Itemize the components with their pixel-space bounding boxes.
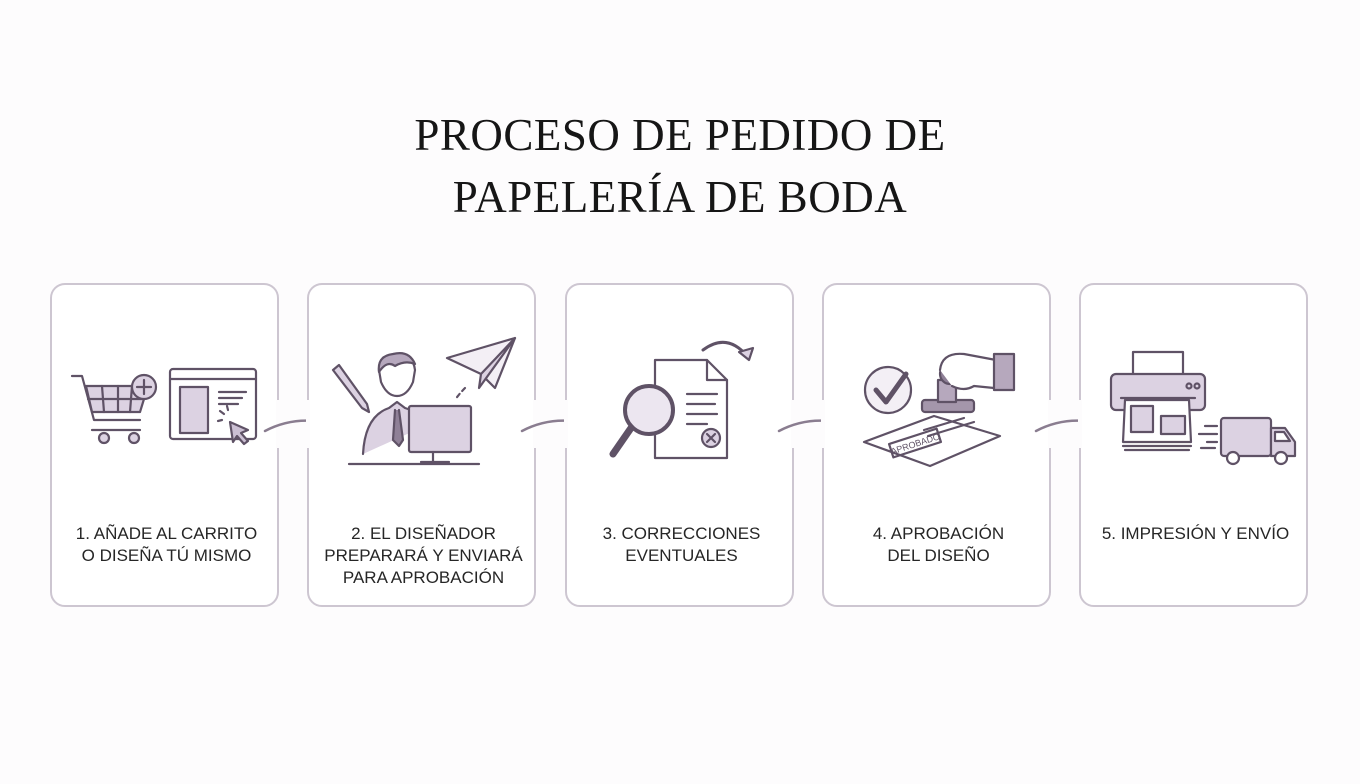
- step-label-line: DEL DISEÑO: [887, 546, 990, 565]
- step-label: 3. CORRECCIONES EVENTUALES: [567, 523, 796, 567]
- step-label: 2. EL DISEÑADOR PREPARARÁ Y ENVIARÁ PARA…: [309, 523, 538, 589]
- step-label-line: PARA APROBACIÓN: [342, 568, 505, 587]
- step-label-line: 5. IMPRESIÓN Y ENVÍO: [1101, 524, 1290, 543]
- page-title: PROCESO DE PEDIDO DE PAPELERÍA DE BODA: [0, 104, 1360, 228]
- step-label-line: PREPARARÁ Y ENVIARÁ: [324, 546, 523, 565]
- step-label: 4. APROBACIÓN DEL DISEÑO: [824, 523, 1053, 567]
- title-line-1: PROCESO DE PEDIDO DE: [414, 110, 946, 160]
- step-card-5: 5. IMPRESIÓN Y ENVÍO: [1078, 283, 1310, 607]
- magnifier-document-icon: [609, 340, 755, 460]
- step-card-3: 3. CORRECCIONES EVENTUALES: [564, 283, 796, 607]
- designer-at-computer-icon: [331, 336, 517, 466]
- cart-and-browser-icon: [70, 367, 258, 446]
- step-label-line: 4. APROBACIÓN: [872, 524, 1005, 543]
- step-label-line: 2. EL DISEÑADOR: [351, 524, 496, 543]
- step-label-line: 3. CORRECCIONES: [602, 524, 761, 543]
- step-label-line: O DISEÑA TÚ MISMO: [81, 546, 252, 565]
- step-label: 5. IMPRESIÓN Y ENVÍO: [1081, 523, 1310, 545]
- step-card-2: 2. EL DISEÑADOR PREPARARÁ Y ENVIARÁ PARA…: [306, 283, 538, 607]
- step-card-4: APROBADO 4. APROBACIÓN DEL DISEÑO: [821, 283, 1053, 607]
- approval-stamp-icon: APROBADO: [862, 352, 1016, 468]
- step-label-line: EVENTUALES: [625, 546, 738, 565]
- step-label: 1. AÑADE AL CARRITO O DISEÑA TÚ MISMO: [52, 523, 281, 567]
- step-card-1: 1. AÑADE AL CARRITO O DISEÑA TÚ MISMO: [50, 283, 281, 607]
- printer-truck-icon: [1109, 350, 1297, 466]
- step-label-line: 1. AÑADE AL CARRITO: [75, 524, 258, 543]
- title-line-2: PAPELERÍA DE BODA: [452, 172, 908, 222]
